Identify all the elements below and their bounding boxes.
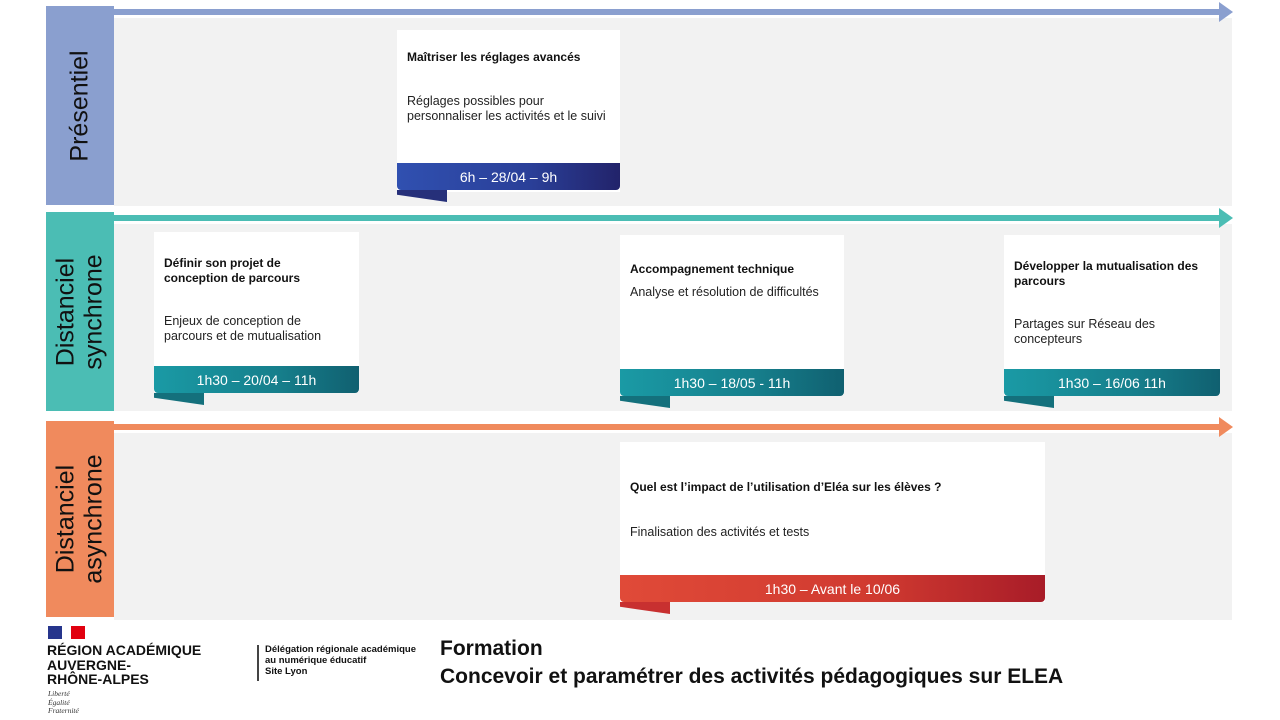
session-schedule: 1h30 – 16/06 11h — [1004, 369, 1220, 396]
presentiel-lane — [114, 18, 1232, 206]
session-schedule: 1h30 – 20/04 – 11h — [154, 366, 359, 393]
row-label-asynchrone: Distanciel asynchrone — [46, 421, 114, 617]
timeline-arrow-presentiel — [46, 2, 1233, 22]
motto-line: Liberté — [48, 689, 70, 698]
session-title: Développer la mutualisation des parcours — [1014, 259, 1199, 288]
delegation-line: Site Lyon — [265, 666, 308, 677]
session-card: Maîtriser les réglages avancés Réglages … — [397, 30, 620, 202]
session-card: Développer la mutualisation des parcours… — [1004, 235, 1220, 408]
session-schedule: 1h30 – Avant le 10/06 — [620, 575, 1045, 602]
delegation-line: Délégation régionale académique — [265, 644, 416, 655]
session-title: Définir son projet de conception de parc… — [164, 256, 301, 285]
delegation-name: Délégation régionale académique au numér… — [265, 644, 416, 677]
session-description: Finalisation des activités et tests — [630, 525, 810, 539]
training-label: Formation — [440, 637, 543, 660]
delegation-line: au numérique éducatif — [265, 655, 367, 666]
region-line: AUVERGNE- — [47, 656, 132, 673]
session-title: Quel est l’impact de l’utilisation d’Elé… — [630, 480, 942, 494]
region-name: RÉGION ACADÉMIQUE AUVERGNE- RHÔNE-ALPES — [47, 643, 201, 687]
motto-line: Fraternité — [48, 706, 79, 715]
region-line: RHÔNE-ALPES — [47, 671, 149, 687]
row-label-text: Distanciel synchrone — [52, 253, 108, 370]
session-description: Réglages possibles pour personnaliser le… — [407, 94, 606, 123]
training-title: Concevoir et paramétrer des activités pé… — [440, 665, 1064, 688]
session-description: Enjeux de conception de parcours et de m… — [164, 314, 322, 343]
session-description: Analyse et résolution de difficultés — [630, 285, 819, 299]
session-title: Maîtriser les réglages avancés — [407, 50, 581, 64]
row-label-text: Distanciel asynchrone — [52, 454, 108, 584]
session-description: Partages sur Réseau des concepteurs — [1014, 317, 1156, 346]
row-label-text: Présentiel — [66, 49, 95, 162]
row-label-synchrone: Distanciel synchrone — [46, 212, 114, 411]
session-card: Quel est l’impact de l’utilisation d’Elé… — [620, 442, 1045, 614]
motto: Liberté Égalité Fraternité — [48, 689, 79, 716]
motto-line: Égalité — [48, 697, 70, 707]
timeline-arrow-asynchrone — [106, 417, 1233, 437]
session-title: Accompagnement technique — [630, 262, 795, 276]
session-card: Accompagnement technique Analyse et réso… — [620, 235, 844, 408]
session-schedule: 6h – 28/04 – 9h — [397, 163, 620, 190]
session-card: Définir son projet de conception de parc… — [154, 232, 359, 405]
row-label-presentiel: Présentiel — [46, 6, 114, 205]
footer-divider — [257, 645, 259, 681]
timeline-arrow-synchrone — [114, 208, 1233, 228]
region-line: RÉGION ACADÉMIQUE — [47, 642, 202, 658]
marianne-flag-logo — [48, 626, 85, 639]
session-schedule: 1h30 – 18/05 - 11h — [620, 369, 844, 396]
